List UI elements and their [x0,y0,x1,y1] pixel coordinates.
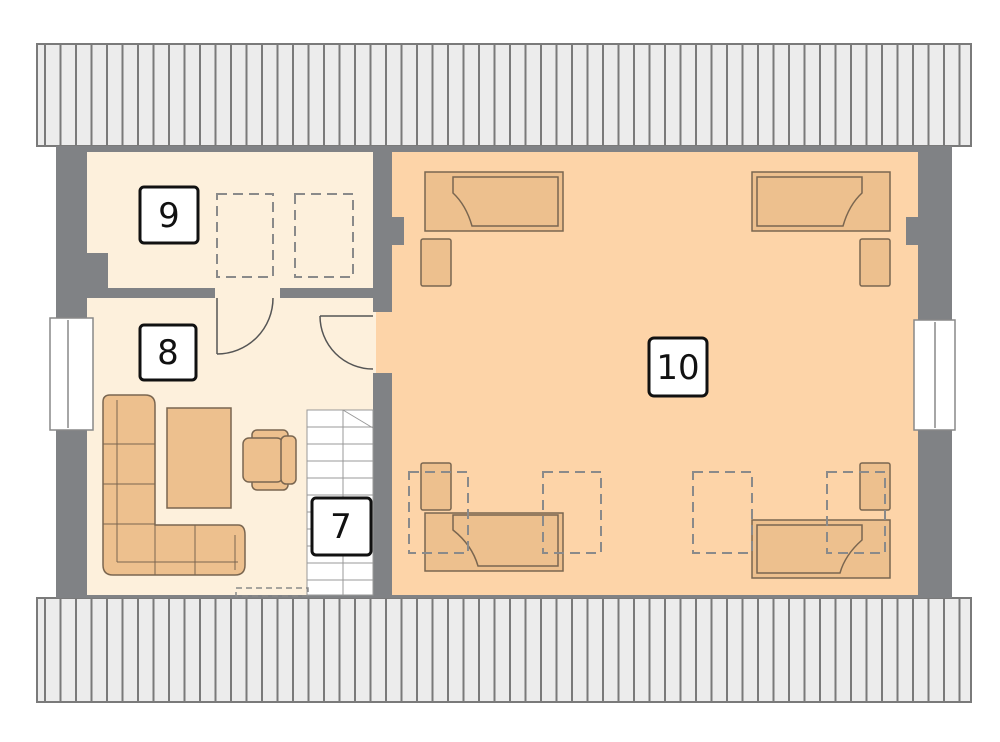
roof-window-outline [408,471,469,554]
roof-outline [36,43,972,147]
dashed-outline [235,587,309,597]
room-number: 8 [157,333,179,373]
sofa [751,519,891,579]
room-label-9: 9 [138,185,200,245]
sofa [751,171,891,232]
sofa [424,512,564,572]
wall-pillar [906,217,918,245]
side-table [859,238,891,287]
room-number: 7 [330,507,352,547]
window-right [913,319,956,431]
sofa [424,171,564,232]
room-9-floor [87,152,373,288]
roof-window-outline [216,193,274,278]
door-opening [215,286,280,300]
room-label-7: 7 [310,496,373,557]
roof-top [36,43,972,147]
door-room-9 [216,297,274,355]
side-table [420,238,452,287]
roof-window-outline [692,471,753,554]
room-10-furniture [408,171,891,579]
wall-pillar [392,217,404,245]
door-threshold [372,312,376,373]
roof-window-outline [542,471,602,554]
coffee-table [166,407,232,509]
door-opening [372,312,394,373]
roof-window-outline [294,193,354,278]
roof-outline [36,597,972,703]
window-left [49,317,94,431]
room-label-8: 8 [138,323,198,382]
corner-sofa [102,394,246,576]
roof-bottom [36,597,972,703]
roof-window-outline [826,471,886,554]
room-number: 10 [656,348,699,388]
armchair [242,429,297,491]
side-table [420,462,452,511]
door-room-10 [319,315,374,370]
room-number: 9 [158,196,180,236]
side-table [859,462,891,511]
room-label-10: 10 [647,336,709,398]
